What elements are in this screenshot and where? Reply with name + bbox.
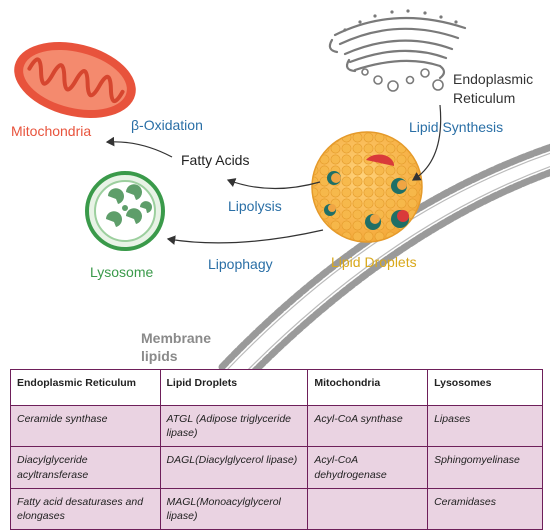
table-cell: Ceramide synthase — [10, 404, 161, 448]
header-lipid-droplets: Lipid Droplets — [159, 369, 309, 406]
table-cell: ATGL (Adipose triglyceride lipase) — [159, 404, 309, 448]
table-cell — [307, 487, 429, 530]
lipophagy-label: Lipophagy — [208, 256, 273, 272]
header-mitochondria: Mitochondria — [307, 369, 429, 406]
lipid-synthesis-label: Lipid Synthesis — [409, 119, 504, 135]
table-cell: Fatty acid desaturases and elongases — [10, 487, 161, 530]
table-header-row: Endoplasmic Reticulum Lipid Droplets Mit… — [10, 369, 543, 406]
table-row: Ceramide synthase ATGL (Adipose triglyce… — [10, 404, 543, 448]
er-ribosomes — [343, 9, 458, 32]
table-row: Fatty acid desaturases and elongases MAG… — [10, 487, 543, 530]
table-cell: Lipases — [427, 404, 543, 448]
table-cell: Diacylglyceride acyltransferase — [10, 446, 161, 489]
table-cell: Sphingomyelinase — [427, 446, 543, 489]
table-cell: Ceramidases — [427, 487, 543, 530]
enzyme-table: Endoplasmic Reticulum Lipid Droplets Mit… — [10, 369, 543, 530]
er-label-line2: Reticulum — [453, 90, 516, 106]
lipolysis-label: Lipolysis — [228, 198, 282, 214]
table-row: Diacylglyceride acyltransferase DAGL(Dia… — [10, 446, 543, 489]
table-cell: Acyl-CoA dehydrogenase — [307, 446, 429, 489]
arrow-er-to-droplets — [411, 104, 442, 181]
lipid-droplet-icon — [311, 131, 423, 243]
arrow-fatty-acids-to-mito — [105, 136, 173, 158]
lipid-droplets-label: Lipid Droplets — [331, 254, 417, 270]
mitochondria-label: Mitochondria — [11, 123, 92, 139]
arrows — [105, 104, 442, 245]
header-er: Endoplasmic Reticulum — [10, 369, 161, 406]
table-cell: Acyl-CoA synthase — [307, 404, 429, 448]
er-icon — [328, 16, 467, 80]
lysosome-label: Lysosome — [90, 264, 154, 280]
table-cell: MAGL(Monoacylglycerol lipase) — [159, 487, 309, 530]
table-cell: DAGL(Diacylglycerol lipase) — [159, 446, 309, 489]
membrane-lipids-label-line1: Membrane — [141, 330, 212, 346]
header-lysosomes: Lysosomes — [427, 369, 543, 406]
beta-oxidation-label: β-Oxidation — [131, 117, 203, 133]
membrane-lipids-label-line2: lipids — [141, 348, 178, 364]
mitochondrion-icon — [14, 41, 136, 119]
er-label-line1: Endoplasmic — [453, 71, 534, 87]
lysosome-icon — [85, 171, 165, 251]
arrow-droplets-to-lysosome — [166, 229, 324, 245]
fatty-acids-label: Fatty Acids — [181, 152, 250, 168]
arrow-droplets-to-fatty-acids — [226, 178, 321, 190]
er-vesicles — [361, 68, 444, 92]
